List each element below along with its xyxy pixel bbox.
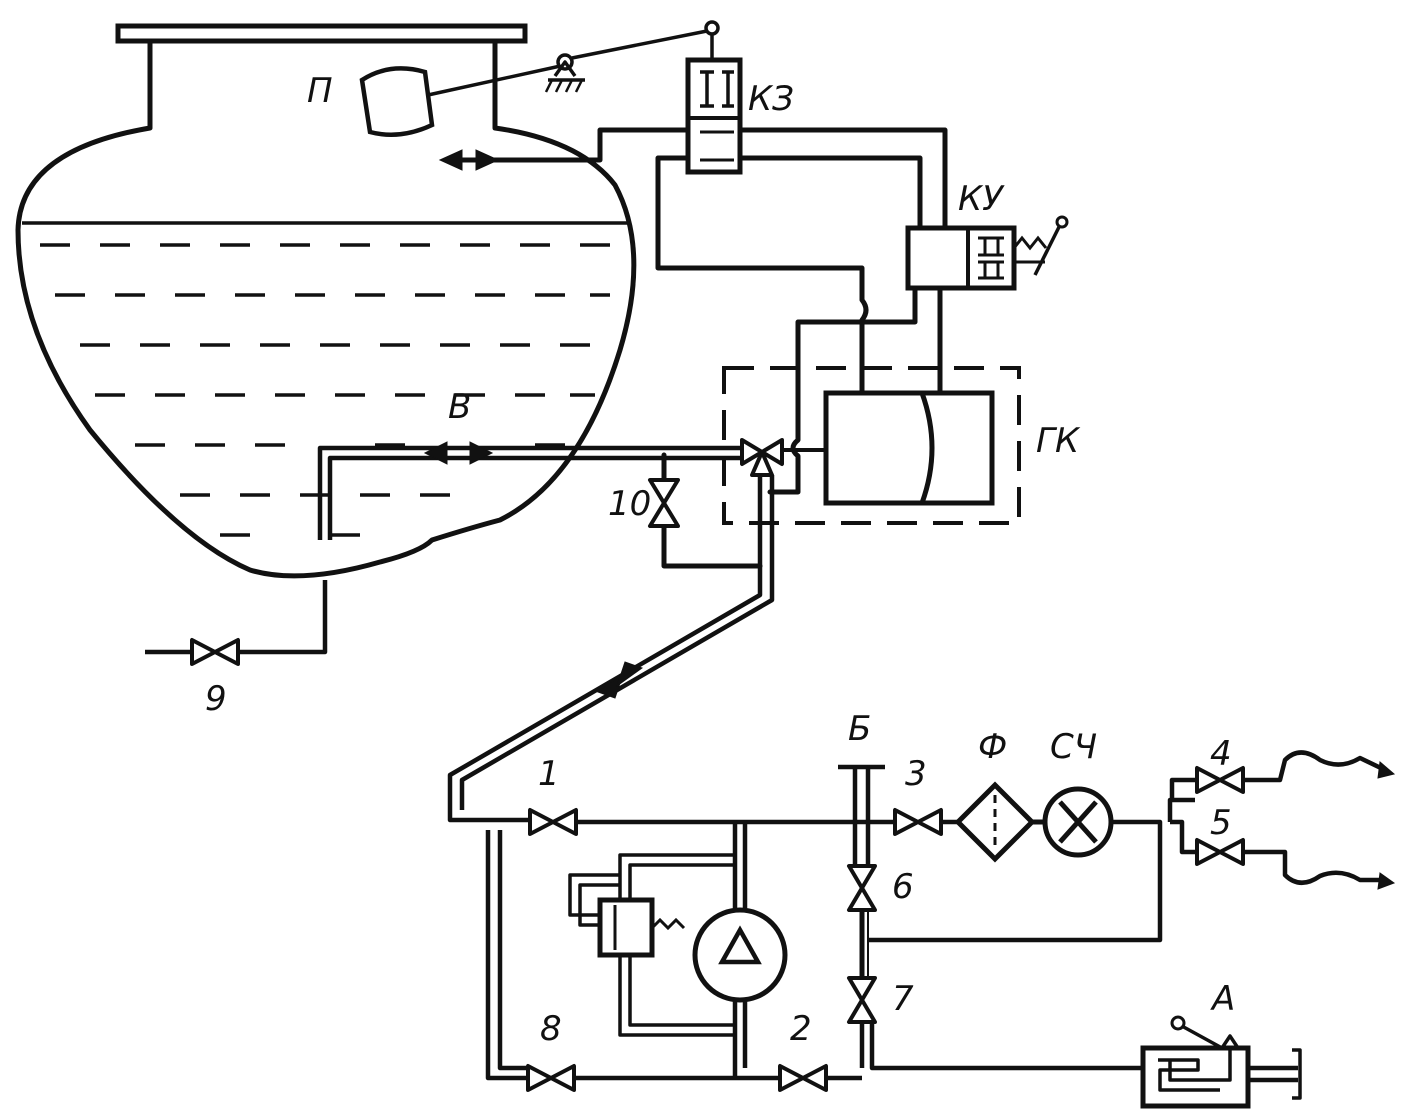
valve-8 [526, 1064, 576, 1092]
tank [15, 23, 637, 655]
ku-to-gk-line-2 [767, 285, 918, 495]
pump [692, 822, 788, 1078]
return-line [485, 830, 528, 1081]
three-way-valve [740, 438, 784, 477]
drain-pipe [238, 580, 328, 655]
vapor-return-line [597, 127, 691, 163]
supply-line-2 [459, 475, 775, 810]
label-meter: СЧ [1050, 727, 1097, 767]
label-valve-3: 3 [905, 754, 927, 794]
bypass-b [838, 764, 885, 866]
label-float: П [307, 71, 333, 111]
label-valve-2: 2 [790, 1009, 812, 1049]
label-filter: Ф [978, 727, 1007, 767]
supply-line [447, 475, 763, 823]
label-valve-5: 5 [1210, 803, 1232, 843]
label-hydraulic-valve: ГК [1036, 421, 1081, 461]
label-valve-4: 4 [1210, 734, 1232, 774]
valve-2 [778, 1064, 828, 1092]
float-assembly [359, 20, 720, 138]
label-valve-8: 8 [540, 1009, 562, 1049]
label-nozzle: А [1210, 979, 1235, 1019]
label-shutoff-valve: КЗ [748, 79, 794, 119]
vapor-arrow [438, 149, 600, 171]
valve-6 [847, 864, 877, 912]
nozzle-a [1140, 1015, 1302, 1109]
relief-valve [568, 853, 735, 1037]
dispenser-line-2 [1167, 777, 1195, 855]
control-valve-ku [905, 215, 1069, 291]
valve-10 [648, 478, 680, 528]
flow-meter [1042, 786, 1114, 858]
liquid-dashes [40, 243, 610, 537]
float [359, 66, 435, 138]
kz-to-ku-line-2 [737, 155, 923, 231]
kz-drain-line [655, 155, 869, 398]
label-control-valve: КУ [958, 179, 1005, 219]
dispenser-line [868, 819, 1163, 943]
valve-9 [190, 638, 240, 666]
label-valve-10: 10 [608, 484, 651, 524]
label-valve-7: 7 [892, 979, 914, 1019]
hose-5 [1243, 849, 1385, 885]
hydraulic-valve-gk [722, 366, 1021, 525]
tank-lid [115, 23, 528, 44]
kz-to-ku-line [737, 127, 948, 231]
valve-5 [1195, 838, 1245, 866]
valve-10-line [661, 452, 763, 569]
tank-body [15, 38, 637, 579]
valve-1 [528, 808, 578, 836]
label-vapor-line: В [448, 387, 471, 427]
vapor-line [317, 441, 826, 540]
label-bypass: Б [848, 709, 871, 749]
hose-4 [1243, 750, 1386, 783]
valve-7 [847, 976, 877, 1024]
label-valve-9: 9 [205, 679, 227, 719]
label-valve-6: 6 [892, 867, 914, 907]
shutoff-valve-kz [685, 57, 743, 175]
valve-3 [893, 808, 943, 836]
label-valve-1: 1 [538, 754, 560, 794]
filter [954, 781, 1036, 863]
